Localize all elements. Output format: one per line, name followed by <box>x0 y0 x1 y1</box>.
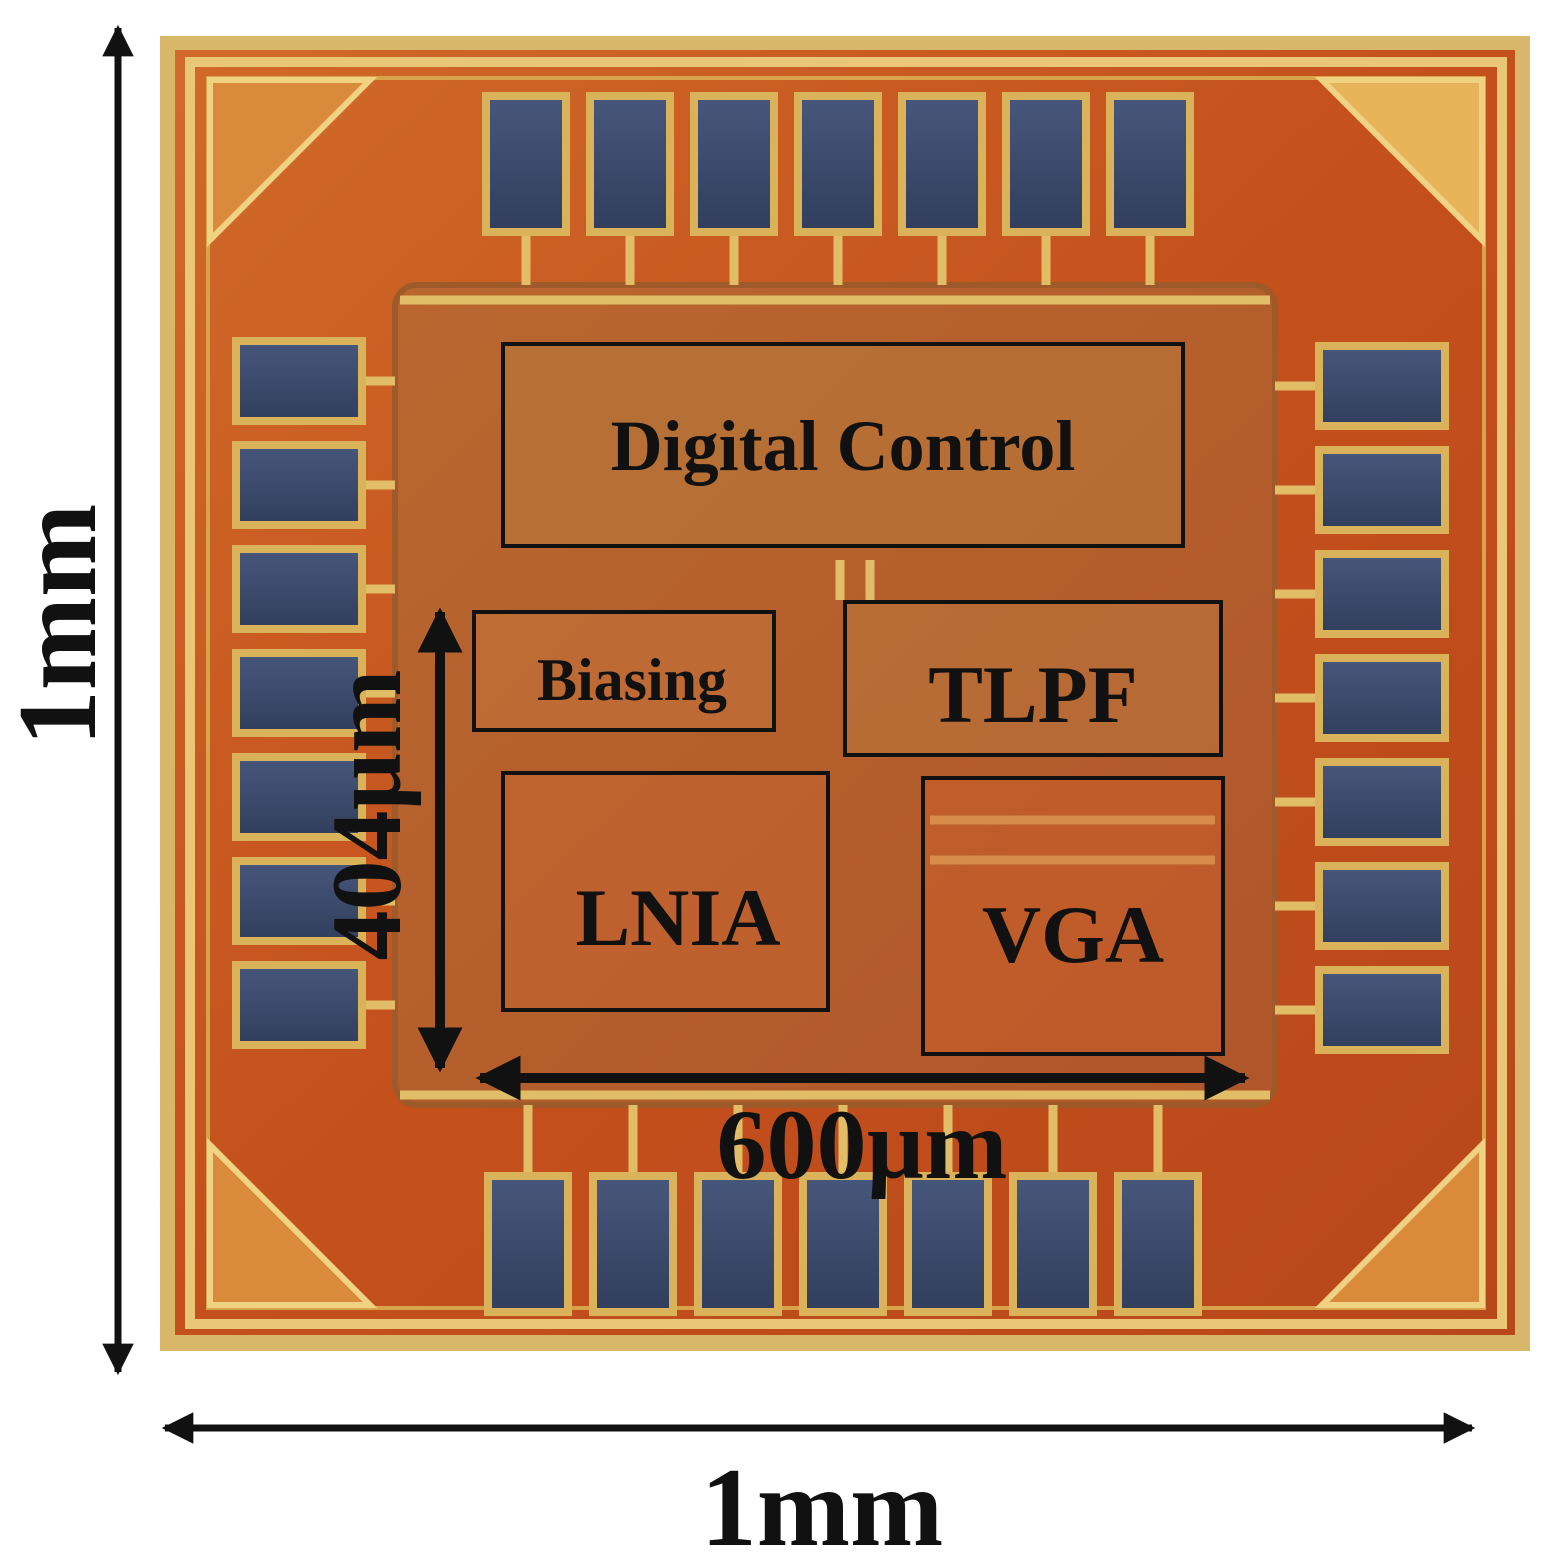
vga-block <box>921 776 1225 1056</box>
biasing-label: Biasing <box>537 647 727 713</box>
bond-pad <box>1114 100 1186 228</box>
bond-pad <box>1323 558 1441 630</box>
bond-pad <box>240 657 358 729</box>
die-photo: Digital Control Biasing TLPF LNIA VGA 40… <box>160 36 1530 1351</box>
bond-pad <box>1323 870 1441 942</box>
tlpf-label: TLPF <box>928 649 1138 740</box>
bond-pad <box>1323 454 1441 526</box>
biasing-block <box>472 610 776 732</box>
lnia-label: LNIA <box>575 872 780 963</box>
bond-pad <box>240 449 358 521</box>
bond-pad <box>1017 1180 1089 1308</box>
bond-pad <box>802 100 874 228</box>
bond-pad <box>490 100 562 228</box>
bond-pad <box>1323 350 1441 422</box>
lnia-block <box>501 771 830 1012</box>
bond-pad <box>1323 974 1441 1046</box>
bond-pad <box>594 100 666 228</box>
bond-pad <box>492 1180 564 1308</box>
bond-pad <box>698 100 770 228</box>
bond-pad <box>240 865 358 937</box>
bond-pad <box>1122 1180 1194 1308</box>
die-height-label: 1mm <box>0 504 120 747</box>
bond-pads <box>232 92 1449 1316</box>
bond-pad <box>240 969 358 1041</box>
bond-pad <box>1323 662 1441 734</box>
bond-pad <box>240 761 358 833</box>
bond-pad <box>240 553 358 625</box>
bond-pad <box>240 345 358 417</box>
digital-control-block <box>501 342 1185 548</box>
core-width-label: 600µm <box>717 1089 1008 1200</box>
bond-pad <box>906 100 978 228</box>
bond-pad <box>807 1180 879 1308</box>
bond-pad <box>597 1180 669 1308</box>
tlpf-block <box>843 600 1223 757</box>
bond-pad <box>912 1180 984 1308</box>
bond-pad <box>702 1180 774 1308</box>
vga-label: VGA <box>982 889 1164 980</box>
core-height-label: 404µm <box>311 670 422 961</box>
die-width-label: 1mm <box>701 1446 944 1568</box>
bond-pad <box>1010 100 1082 228</box>
bond-pad <box>1323 766 1441 838</box>
digital-control-label: Digital Control <box>611 406 1076 486</box>
